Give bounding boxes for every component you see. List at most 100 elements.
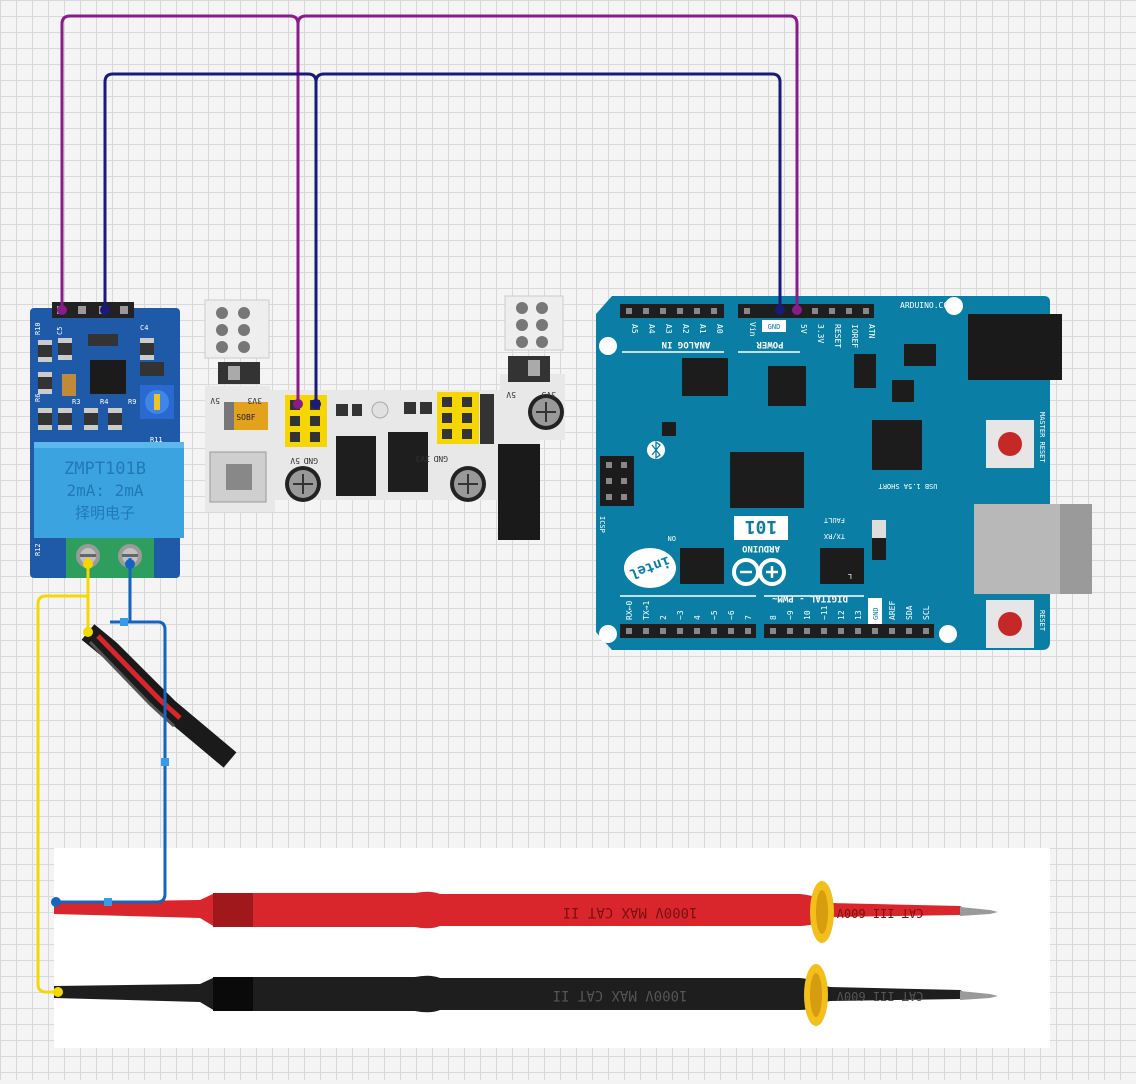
pin-label-a0: A0 xyxy=(715,324,724,334)
silk-r9: R9 xyxy=(128,398,136,406)
usb-note: USB 1.5A SHORT xyxy=(878,482,938,490)
pin-label-5v: 5V xyxy=(799,324,808,334)
pin-label-d0: RX←0 xyxy=(625,601,634,620)
pin-label-d12: 12 xyxy=(837,610,846,620)
pm-label-3v3-b: 3V3 xyxy=(415,454,430,463)
pin-label-a2: A2 xyxy=(681,324,690,334)
power-header[interactable] xyxy=(738,304,874,318)
digital-pwm-label: DIGITAL - PWM~ xyxy=(771,593,847,603)
pin-label-d4: 4 xyxy=(693,615,702,620)
pin-label-sda: SDA xyxy=(905,605,914,620)
pin-label-scl: SCL xyxy=(922,605,931,620)
pin-label-d11: ~11 xyxy=(820,605,829,620)
pm-label-5v-c: 5V xyxy=(506,390,516,399)
red-probe[interactable]: 1000V MAX CAT II CAT III 600V xyxy=(54,881,998,943)
master-reset-label: MASTER RESET xyxy=(1038,412,1046,463)
pin-label-d2: 2 xyxy=(659,615,668,620)
chip-a xyxy=(682,358,728,396)
reset-label: RESET xyxy=(1038,610,1046,632)
dc-power-jack[interactable] xyxy=(968,314,1062,380)
pin-label-a1: A1 xyxy=(698,324,707,334)
pin-label-a5: A5 xyxy=(630,324,639,334)
zmpt-ratio-label: 2mA: 2mA xyxy=(66,481,143,500)
regulator-left xyxy=(336,436,376,496)
digital-header-high[interactable] xyxy=(764,624,934,638)
pin-label-d3: ~3 xyxy=(676,610,685,620)
txrx-label: TX/RX xyxy=(823,532,845,540)
wire-gnd-b[interactable] xyxy=(314,72,782,310)
pin-label-a4: A4 xyxy=(647,324,656,334)
silk-r6: R6 xyxy=(34,394,42,402)
pin-label-ioref: IOREF xyxy=(850,324,859,348)
pin-label-d8: 8 xyxy=(769,615,778,620)
bluetooth-icon xyxy=(651,440,661,460)
silk-r10: R10 xyxy=(34,322,42,335)
pin-label-d7: 7 xyxy=(744,615,753,620)
wire-terminal-black-probe[interactable] xyxy=(36,558,90,994)
cap-label: SOBF xyxy=(236,413,255,422)
icsp-label: ICSP xyxy=(598,516,606,533)
pin-label-d9: ~9 xyxy=(786,610,795,620)
pin-label-d5: ~5 xyxy=(710,610,719,620)
digital-header-low[interactable] xyxy=(620,624,756,638)
curie-module xyxy=(730,452,804,508)
silk-r11: R11 xyxy=(150,436,163,444)
opamp-chip xyxy=(90,360,126,394)
pm-label-5v-b: 5V xyxy=(290,456,300,465)
model-label: 101 xyxy=(745,516,778,537)
pin-label-d10: 10 xyxy=(803,610,812,620)
zmpt-maker-label: 择明电子 xyxy=(75,504,135,522)
pin-label-gnd: GND xyxy=(768,323,781,331)
red-probe-tip-rating: CAT III 600V xyxy=(837,906,924,920)
arduino-label: ARDUINO xyxy=(741,543,780,553)
wire-endpoints xyxy=(51,305,802,997)
chip-b xyxy=(768,366,806,406)
test-probes: 1000V MAX CAT II CAT III 600V 1000V MAX … xyxy=(54,848,1050,1048)
fault-label: FAULT xyxy=(823,516,845,524)
regulator-right xyxy=(388,432,428,492)
dc-barrel-jack[interactable] xyxy=(498,444,540,540)
silk-c4: C4 xyxy=(140,324,148,332)
silk-r3: R3 xyxy=(72,398,80,406)
power-label: POWER xyxy=(756,339,784,349)
pm-label-5v-a: 5V xyxy=(210,396,220,405)
pm-label-3v3-c: 3V3 xyxy=(541,390,556,399)
chip-c xyxy=(872,420,922,470)
analog-header[interactable] xyxy=(620,304,724,318)
wire-vcc-b[interactable] xyxy=(296,14,799,310)
icsp-header[interactable] xyxy=(600,456,634,506)
red-probe-rating: 1000V MAX CAT II xyxy=(563,904,698,920)
silk-c5: C5 xyxy=(56,327,64,335)
black-probe[interactable]: 1000V MAX CAT II CAT III 600V xyxy=(54,964,998,1026)
pin-label-d6: ~6 xyxy=(727,610,736,620)
pin-label-d1: TX→1 xyxy=(642,601,651,620)
zmpt101b-module[interactable]: R10 C5 R6 C4 R11 R3 R4 R9 R12 ZMPT101B 2… xyxy=(30,302,184,578)
pin-label-atn: ATN xyxy=(867,324,876,339)
pin-label-3v3: 3.3V xyxy=(816,324,825,343)
pin-label-d13: 13 xyxy=(854,610,863,620)
l-label: L xyxy=(848,572,852,580)
pin-label-reset: RESET xyxy=(833,324,842,348)
arduino-101-board[interactable]: ARDUINO.CC A5 A4 A3 A2 A1 A0 Vin 5V 3.3V… xyxy=(596,296,1092,650)
silk-r12: R12 xyxy=(34,543,42,556)
pin-label-vin: Vin xyxy=(748,322,757,337)
on-label: ON xyxy=(668,534,676,542)
pm-label-3v3-a: 3V3 xyxy=(247,396,262,405)
arduino-url: ARDUINO.CC xyxy=(900,301,948,310)
pin-label-aref: AREF xyxy=(888,601,897,620)
pm-label-gnd-a: GND xyxy=(303,456,318,465)
arduino-infinity-icon xyxy=(732,558,786,586)
black-probe-tip-rating: CAT III 600V xyxy=(837,989,924,1003)
pin-label-dgnd: GND xyxy=(872,607,880,620)
ac-cable xyxy=(81,624,237,768)
pin-label-a3: A3 xyxy=(664,324,673,334)
wires xyxy=(36,14,799,994)
black-probe-rating: 1000V MAX CAT II xyxy=(553,987,688,1003)
analog-in-label: ANALOG IN xyxy=(662,339,711,349)
zmpt-transformer xyxy=(34,442,184,538)
silk-r4: R4 xyxy=(100,398,108,406)
breadboard-power-module[interactable]: SOBF 3V3 5V GND 5V GND 3V3 3V3 5V xyxy=(204,295,565,540)
wire-terminal-red-probe[interactable] xyxy=(56,558,167,904)
